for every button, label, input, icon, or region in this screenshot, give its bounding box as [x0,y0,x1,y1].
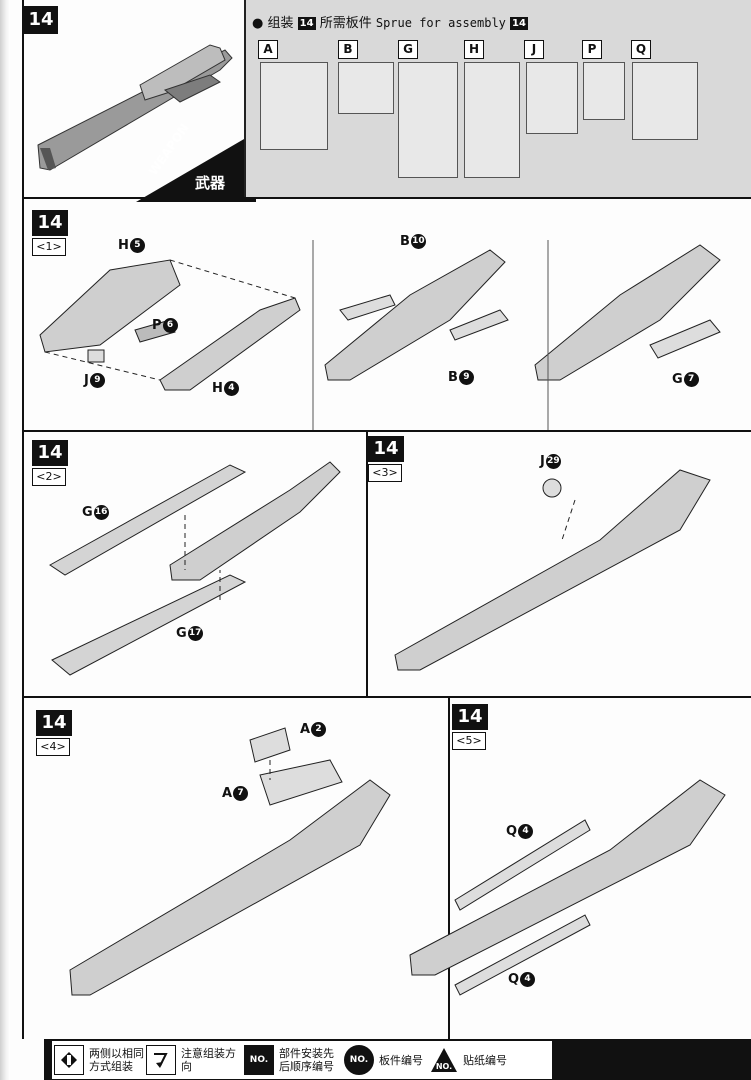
sprue-letter-p: P [582,40,602,59]
legend-item-sticker: NO. 贴纸编号 [430,1045,509,1075]
step-tag-4: 14 <4> [36,710,72,756]
weapon-label-cn: 武器 [195,174,226,192]
sprue-frame-j [526,62,578,134]
sprue-frame-a [260,62,328,150]
step-tag-1: 14 <1> [32,210,68,256]
step-substep: <4> [36,738,70,756]
sprue-frame-g [398,62,458,178]
legend-text: 板件编号 [377,1052,425,1068]
order-number-icon: NO. [244,1045,274,1075]
step-substep: <3> [368,464,402,482]
sticker-number-icon: NO. [430,1046,458,1074]
bullet: ● [252,16,264,31]
legend-text: 贴纸编号 [461,1052,509,1068]
sprue-frame-p [583,62,625,120]
legend-text: 两侧以相同方式组装 [87,1046,146,1074]
step-tag-2: 14 <2> [32,440,68,486]
legend-item-part: NO. 板件编号 [344,1045,425,1075]
step-tag-5: 14 <5> [452,704,488,750]
page-spine [0,0,10,1080]
weapon-illustration [37,44,233,171]
step-number: 14 [452,704,488,730]
svg-text:NO.: NO. [436,1062,452,1071]
sprue-letter-g: G [398,40,418,59]
divider-step4-5 [448,696,450,1039]
step-number: 14 [36,710,72,736]
step-substep: <5> [452,732,486,750]
sprue-header-cn: 组装 [267,16,294,31]
sprue-letter-q: Q [631,40,651,59]
sprue-frame-b [338,62,394,114]
legend-text: 部件安装先后顺序编号 [277,1046,336,1074]
sprue-header-en: Sprue for assembly [375,16,506,30]
step-number: 14 [32,440,68,466]
direction-arrow-icon [146,1045,176,1075]
step-number: 14 [32,210,68,236]
sprue-header-step: 14 [297,17,316,30]
step5-diagram [409,779,726,996]
step-number: 14 [368,436,404,462]
sprue-header: ● 组装 14 所需板件 Sprue for assembly 14 [252,12,528,31]
step-tag-3: 14 <3> [368,436,404,482]
step2-diagram [49,461,341,676]
sprue-frame-h [464,62,520,178]
part-number-icon: NO. [344,1045,374,1075]
sprue-letter-a: A [258,40,278,59]
divider-step3 [22,696,751,698]
sprue-letter-b: B [338,40,358,59]
symmetric-assembly-icon [54,1045,84,1075]
legend-text: 注意组装方向 [179,1046,238,1074]
main-step-tag: 14 [24,6,58,34]
step3-diagram [394,469,711,671]
step1-diagram [39,240,721,430]
legend-item-direction: 注意组装方向 [146,1045,238,1075]
divider-left [22,0,24,1039]
legend-item-symmetric: 两侧以相同方式组装 [54,1045,146,1075]
sprue-letter-h: H [464,40,484,59]
step4-diagram [69,727,391,996]
legend-item-order: NO. 部件安装先后顺序编号 [244,1045,336,1075]
divider-step1 [22,430,751,432]
step-substep: <1> [32,238,66,256]
step-substep: <2> [32,468,66,486]
sprue-frame-q [632,62,698,140]
sprue-letter-j: J [524,40,544,59]
divider-step2-3 [366,430,368,696]
weapon-label-banner [136,132,256,202]
divider-top [22,197,751,199]
sprue-header-cn2: 所需板件 [319,16,372,31]
sprue-header-step2: 14 [510,17,528,30]
